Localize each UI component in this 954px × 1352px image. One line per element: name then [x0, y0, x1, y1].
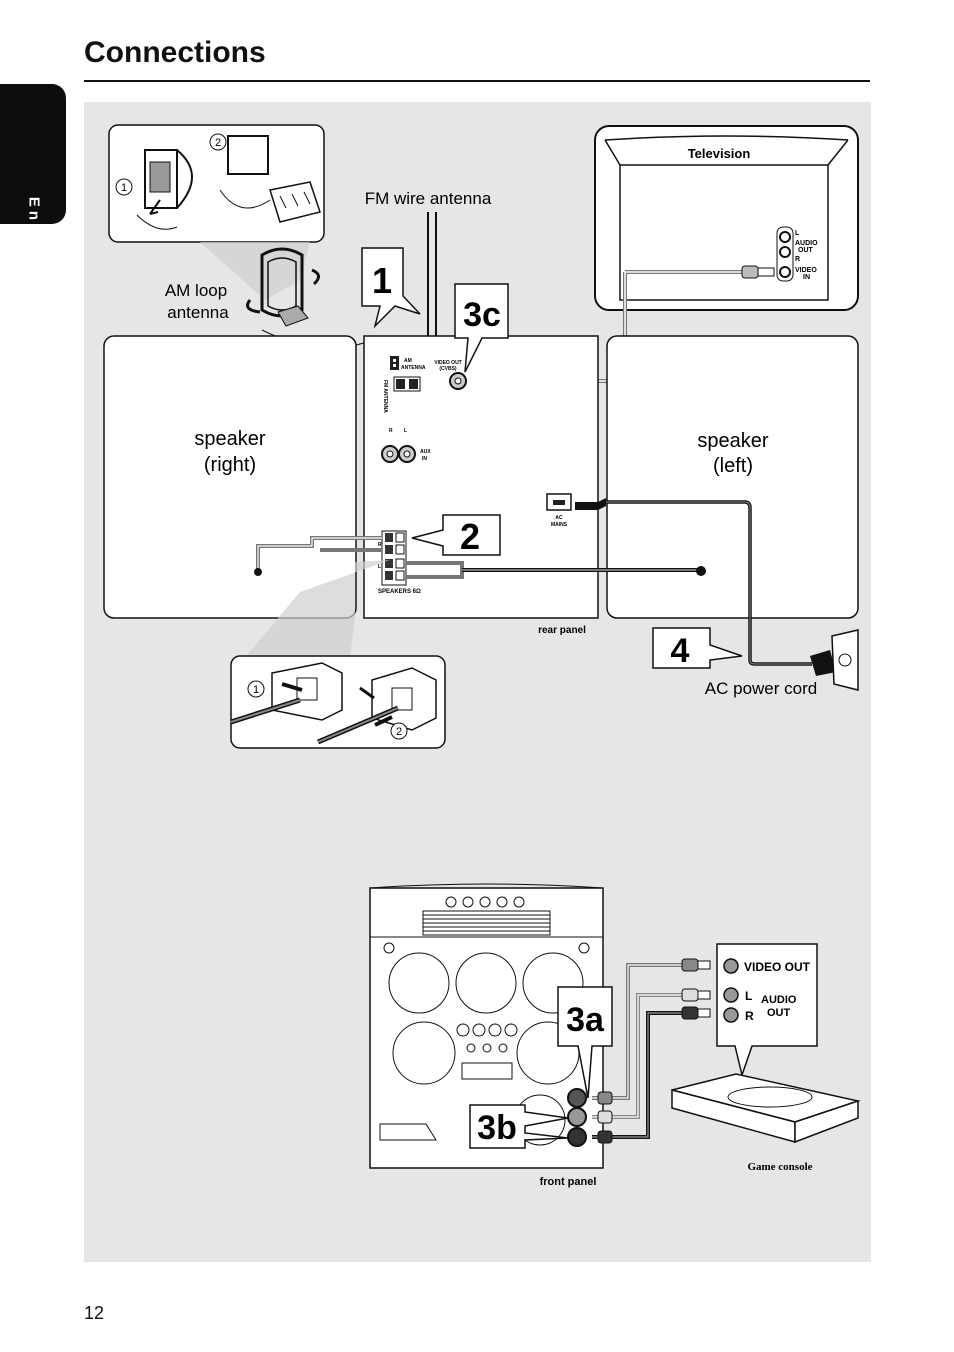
speaker-left	[606, 335, 859, 619]
aux-in-label-2: IN	[422, 456, 427, 462]
step-circle-1: 1	[121, 182, 127, 194]
gc-audio-label: AUDIO	[761, 994, 797, 1006]
front-panel-label: front panel	[540, 1176, 597, 1188]
speaker-left-label-line1: speaker	[697, 430, 768, 452]
game-console-label: Game console	[747, 1161, 812, 1173]
title-rule	[84, 80, 870, 82]
tv-out-label: OUT	[798, 247, 814, 254]
gc-r-label: R	[745, 1009, 754, 1023]
speakers-6ohm-label: SPEAKERS 6Ω	[378, 589, 421, 595]
ac-mains-label-1: AC	[555, 515, 563, 521]
speaker-left-label-line2: (left)	[713, 455, 753, 477]
tv-r-label: R	[795, 256, 800, 263]
am-antenna-jack-label-2: ANTENNA	[401, 365, 426, 371]
step-callout-1: 1	[361, 247, 421, 329]
speaker-right	[103, 335, 357, 619]
aux-r-label: R	[389, 428, 393, 434]
game-console-output-panel	[716, 943, 818, 1078]
speaker-right-label-line2: (right)	[204, 454, 256, 476]
am-antenna-assembly-inset: 1 2	[108, 124, 325, 243]
svg-text:1: 1	[372, 260, 392, 301]
step-callout-3b: 3b	[469, 1104, 569, 1149]
game-console	[671, 1073, 861, 1144]
gc-l-label: L	[745, 989, 752, 1003]
television	[594, 125, 859, 311]
aux-l-label: L	[404, 428, 407, 434]
speaker-wires	[254, 536, 706, 579]
page-title: Connections	[84, 36, 266, 69]
step-callout-4: 4	[652, 627, 743, 670]
tv-l-label: L	[795, 230, 800, 237]
gc-out-label: OUT	[767, 1007, 791, 1019]
fm-antenna-jack-label: FM ANTENNA	[382, 380, 388, 413]
step-callout-3a: 3a	[557, 986, 613, 1099]
am-antenna-label-line1: AM loop	[165, 281, 227, 300]
am-antenna-label-line2: antenna	[167, 303, 229, 322]
step-circle-2: 2	[215, 137, 221, 149]
ac-power-cord	[575, 498, 859, 691]
svg-text:3c: 3c	[463, 296, 501, 334]
video-out-label-1: VIDEO OUT	[434, 360, 462, 366]
ac-mains-label-2: MAINS	[551, 522, 568, 528]
ac-power-cord-label: AC power cord	[705, 679, 817, 698]
language-tab: English	[0, 84, 66, 279]
video-out-label-2: (CVBS)	[439, 366, 457, 372]
am-antenna-jack-label-1: AM	[404, 358, 412, 364]
aux-in-label-1: AUX	[420, 449, 431, 455]
television-label: Television	[688, 146, 751, 161]
svg-text:2: 2	[460, 516, 480, 557]
step-callout-2: 2	[411, 514, 501, 557]
speaker-terminal-l-label: L	[378, 564, 381, 570]
fm-antenna-label: FM wire antenna	[365, 189, 492, 208]
speaker-terminals	[381, 530, 407, 586]
speaker-wire-inset: 1 2	[230, 655, 446, 749]
tv-in-label: IN	[803, 274, 810, 281]
am-antenna-jack	[390, 356, 399, 370]
speaker-terminal-r-label: R	[378, 542, 382, 548]
svg-text:3b: 3b	[477, 1109, 517, 1147]
svg-text:3a: 3a	[566, 1001, 605, 1039]
gc-video-out-label: VIDEO OUT	[744, 960, 811, 974]
av-cables	[592, 958, 711, 1144]
page-number: 12	[84, 1303, 105, 1323]
speaker-right-label-line1: speaker	[194, 428, 265, 450]
tv-audio-label: AUDIO	[795, 240, 818, 247]
inset-circle-1: 1	[253, 684, 259, 696]
step-callout-3c: 3c	[454, 283, 509, 373]
tv-video-label: VIDEO	[795, 267, 817, 274]
rear-panel-label: rear panel	[538, 625, 586, 636]
inset-circle-2: 2	[396, 726, 402, 738]
svg-text:4: 4	[671, 632, 690, 670]
